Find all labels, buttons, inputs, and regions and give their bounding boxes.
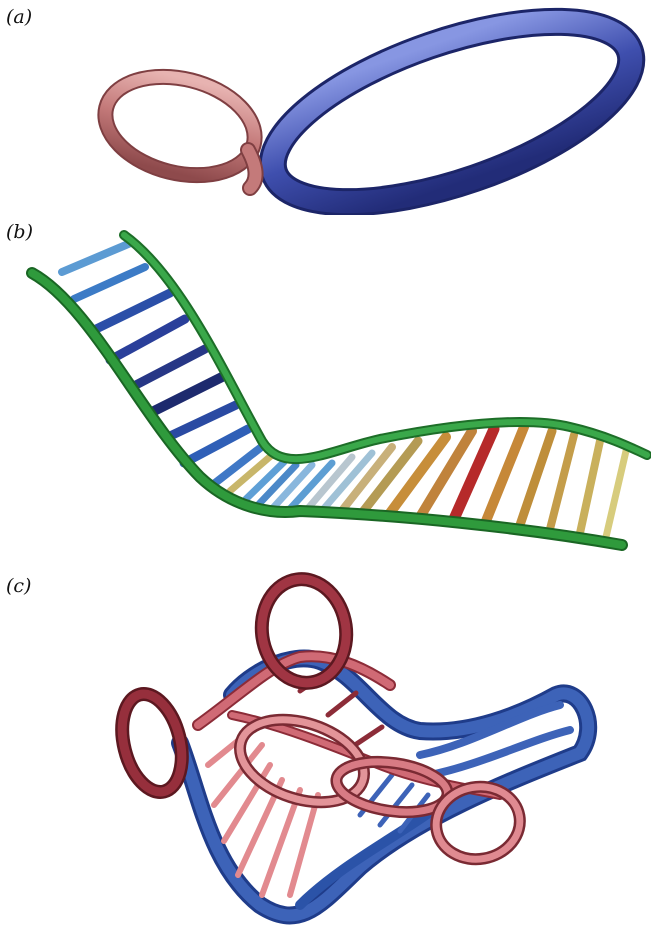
complex-illustration: [0, 565, 651, 939]
panel-a: (a): [0, 0, 651, 215]
panel-b: (b): [0, 215, 651, 565]
panel-c: (c): [0, 565, 651, 939]
ring-left: [113, 688, 192, 799]
linked-rings-illustration: [0, 0, 651, 215]
ladder-rungs: [62, 242, 626, 537]
ladder-illustration: [0, 215, 651, 565]
complex-rungs: [208, 669, 428, 895]
ring-top: [255, 574, 353, 689]
ring-middle-right: [333, 755, 451, 818]
